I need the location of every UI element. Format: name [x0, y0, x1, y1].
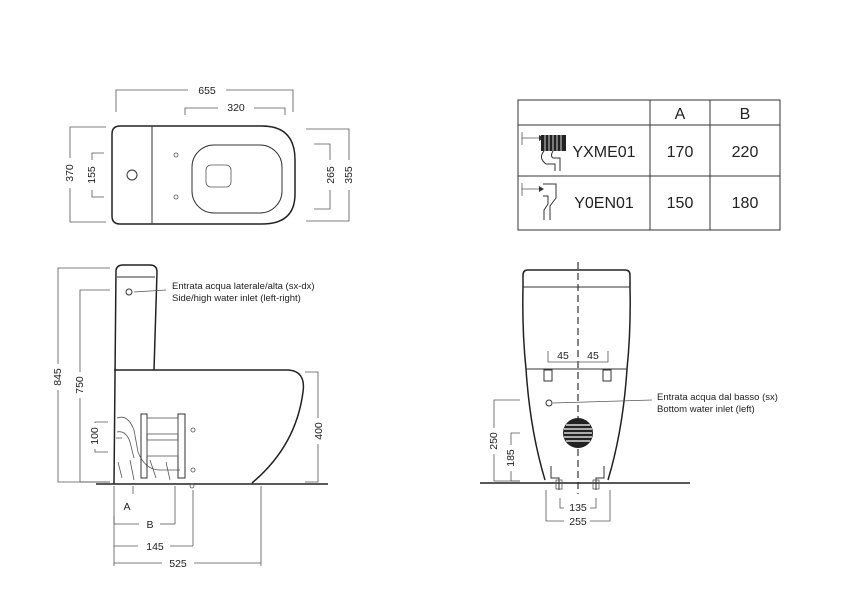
table-row-1-code: YXME01 [572, 144, 635, 161]
dim-front-width-255: 255 [569, 516, 587, 528]
front-inlet-note-en: Bottom water inlet (left) [657, 404, 755, 415]
front-body [522, 286, 631, 481]
table-row-1-b: 220 [732, 144, 759, 161]
dim-side-525: 525 [169, 558, 187, 570]
side-tank [115, 264, 158, 371]
dim-side-height-tank: 750 [74, 376, 86, 394]
dim-side-a: A [123, 501, 130, 513]
dim-top-width-bowl: 320 [227, 102, 245, 114]
dim-top-depth-bowl: 355 [343, 166, 355, 184]
table-header-b: B [740, 106, 751, 123]
dim-front-fix-left: 45 [557, 350, 569, 362]
dim-front-width-135: 135 [569, 502, 587, 514]
table-row-2-code: Y0EN01 [574, 195, 634, 212]
side-bowl [114, 369, 305, 484]
dim-side-b: B [146, 519, 153, 531]
top-view: 655 320 370 155 265 355 [62, 84, 355, 225]
table-row-1-a: 170 [667, 144, 694, 161]
top-view-outline [111, 125, 296, 225]
front-view: 45 45 Entrata acqua dal basso (sx) Botto… [480, 262, 778, 528]
trap-connector-icon [521, 132, 566, 171]
dim-side-height-total: 845 [52, 368, 64, 386]
side-inlet-note-it: Entrata acqua laterale/alta (sx-dx) [172, 281, 315, 292]
dim-top-depth-total: 370 [64, 164, 76, 182]
dim-side-145: 145 [146, 541, 164, 553]
side-view: Entrata acqua laterale/alta (sx-dx) Side… [50, 264, 328, 570]
dim-side-height-inlet: 100 [89, 427, 101, 445]
dim-top-depth-tank: 155 [86, 166, 98, 184]
table-row-2-b: 180 [732, 195, 759, 212]
front-inlet-note-it: Entrata acqua dal basso (sx) [657, 392, 778, 403]
table-header-a: A [675, 106, 686, 123]
dim-top-width-total: 655 [198, 85, 216, 97]
table-row-2-a: 150 [667, 195, 694, 212]
dim-side-height-bowl: 400 [313, 422, 325, 440]
drain-outlet-icon [563, 418, 593, 448]
seat-opening [191, 144, 283, 214]
dim-top-depth-bowl-inner: 265 [325, 166, 337, 184]
flush-button [126, 169, 138, 181]
front-tank [522, 269, 631, 287]
dim-front-fix-right: 45 [587, 350, 599, 362]
dim-front-height-250: 250 [488, 432, 500, 450]
dimension-table: A B YXME01 170 220 Y0EN01 150 180 [517, 99, 781, 231]
dim-front-height-185: 185 [505, 449, 517, 467]
pan-connector-icon [521, 183, 557, 220]
side-inlet-note-en: Side/high water inlet (left-right) [172, 293, 301, 304]
